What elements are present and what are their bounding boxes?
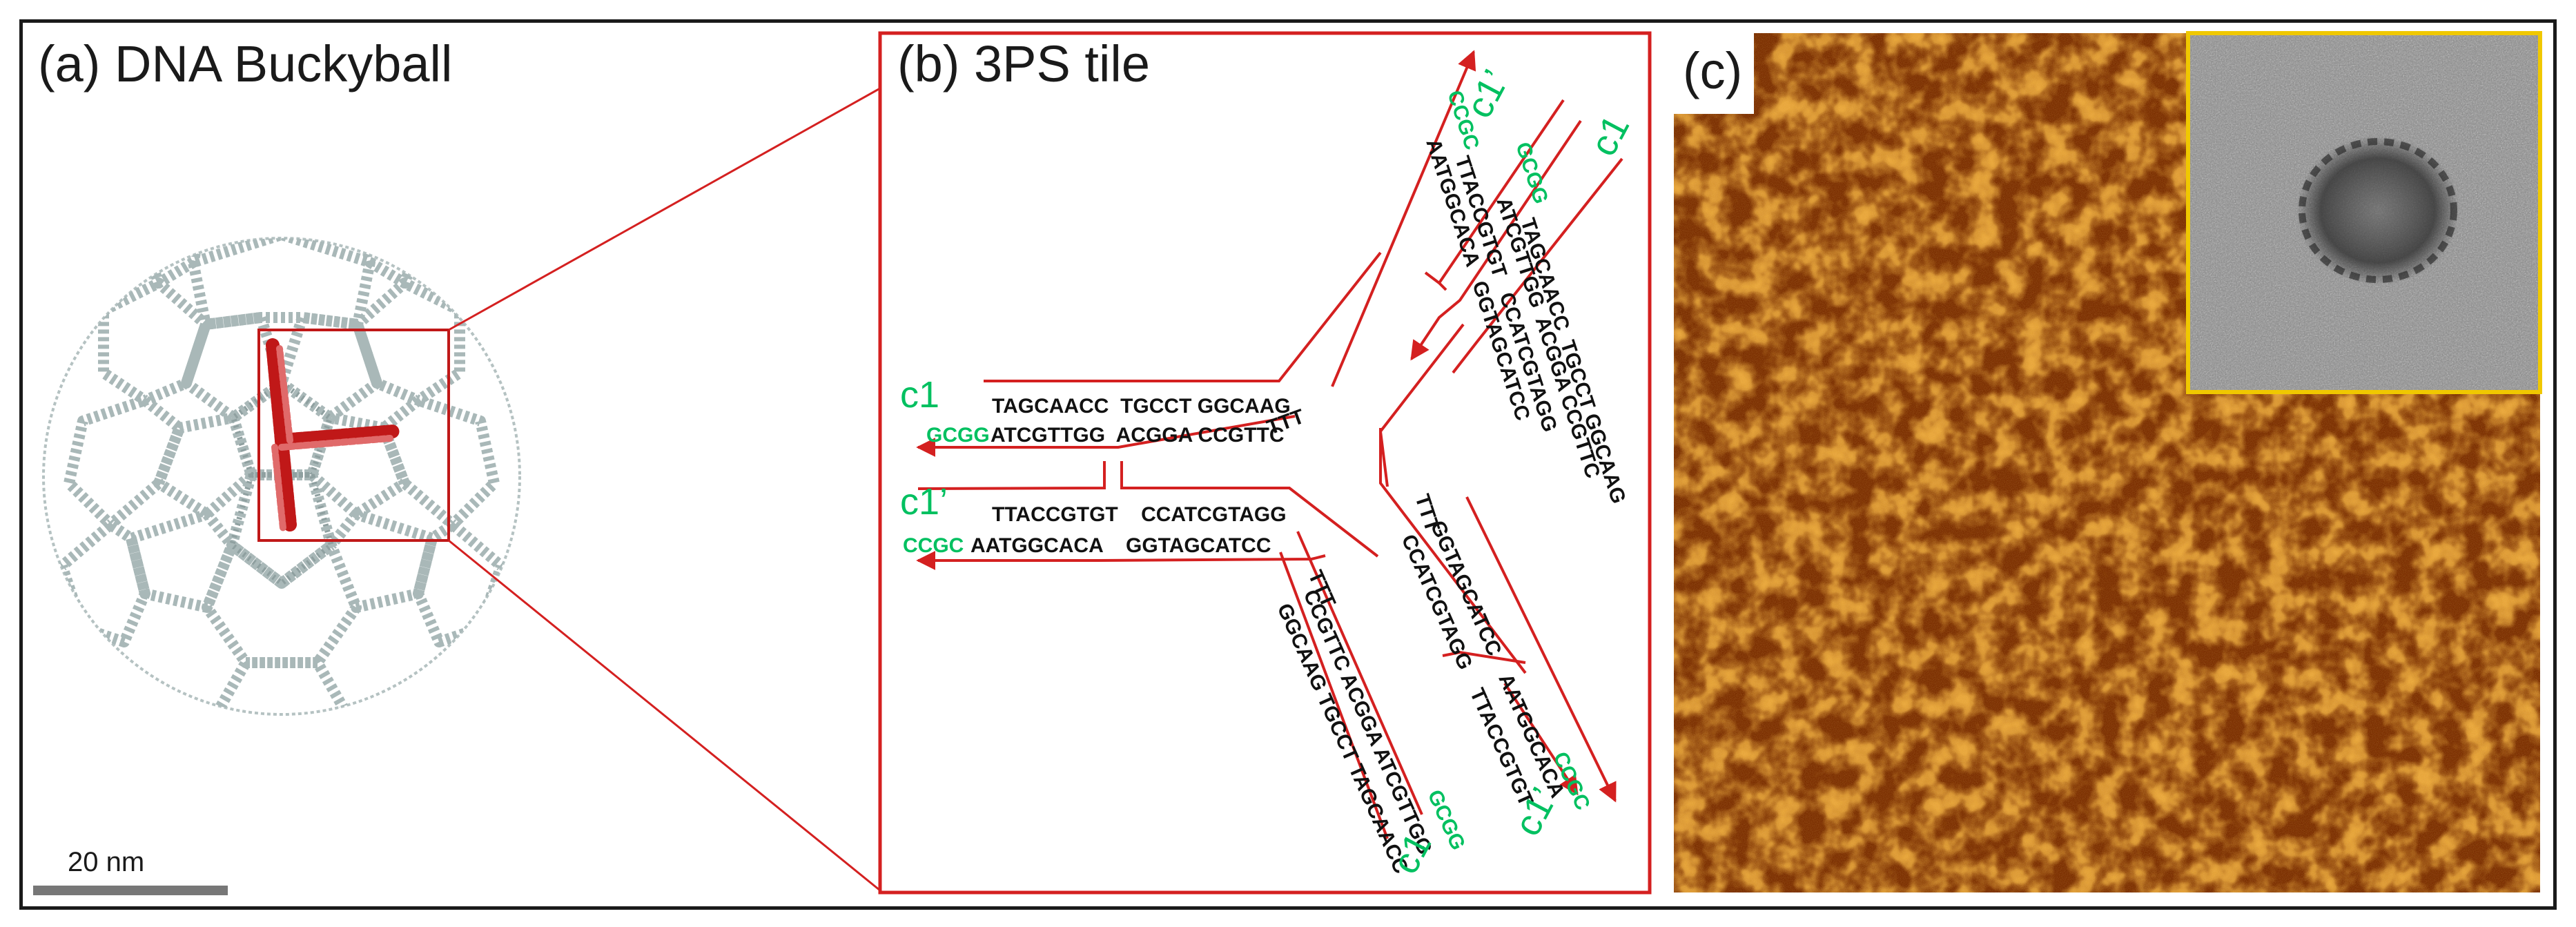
zoom-line-top xyxy=(448,87,881,331)
strand-upper-3 xyxy=(1424,271,1447,291)
panel-b: (b) 3PS tile c1 TAGCAACC TGCCT GGCAAG GC… xyxy=(878,31,1652,895)
left-domain-top: c1 xyxy=(900,374,939,416)
left-top-strand: TAGCAACC TGCCT GGCAAG xyxy=(992,395,1291,418)
strand-upper-1 xyxy=(1331,50,1476,387)
strand-left-2 xyxy=(916,415,1296,457)
panel-b-label: (b) 3PS tile xyxy=(897,35,1150,92)
strand-lower-1 xyxy=(1379,428,1527,674)
zoom-line-bottom xyxy=(448,539,881,892)
highlighted-3ps-tile xyxy=(266,338,400,531)
strand-lower-3 xyxy=(1442,650,1526,664)
left-arm xyxy=(916,251,1382,570)
tem-inset xyxy=(2186,31,2542,394)
panel-c-label: (c) xyxy=(1683,42,1742,99)
strand-upper-4 xyxy=(1410,119,1582,361)
strand-lower-6 xyxy=(1279,552,1389,839)
left-sticky-2: CCGC xyxy=(903,534,964,557)
strand-left-3 xyxy=(917,461,1106,490)
left-sticky-1: GCGG xyxy=(926,424,990,447)
tem-particle xyxy=(2296,136,2459,285)
strand-lower-5 xyxy=(1296,531,1423,815)
strand-upper-2 xyxy=(1438,99,1565,284)
strand-lower-2 xyxy=(1465,496,1617,803)
zoom-box xyxy=(257,329,450,542)
panel-b-border xyxy=(878,31,1652,895)
strand-left-5 xyxy=(916,551,1326,570)
lower-arm xyxy=(1279,428,1617,839)
scale-bar xyxy=(33,886,228,895)
scale-bar-label: 20 nm xyxy=(68,847,144,877)
tem-inset-border xyxy=(2186,31,2542,394)
strand-left-1 xyxy=(984,251,1382,382)
strand-lower-4 xyxy=(1503,682,1579,796)
buckyball-structure xyxy=(42,237,521,716)
panel-c-label-bg xyxy=(1674,33,1754,114)
panel-a: (a) DNA Buckyball xyxy=(33,35,881,895)
panel-a-label: (a) DNA Buckyball xyxy=(38,35,452,92)
left-domain-bottom: c1’ xyxy=(900,481,948,523)
strand-left-4 xyxy=(1120,461,1379,558)
panel-c: (c) xyxy=(1674,31,2542,892)
strand-upper-6 xyxy=(1452,157,1623,374)
left-strand-2: ATCGTTGG ACGGA CCGTTC xyxy=(991,424,1285,447)
left-strand-4: AATGGCACA GGTAGCATCC xyxy=(970,534,1271,557)
left-strand-3: TTACCGTGT CCATCGTAGG xyxy=(992,503,1287,526)
